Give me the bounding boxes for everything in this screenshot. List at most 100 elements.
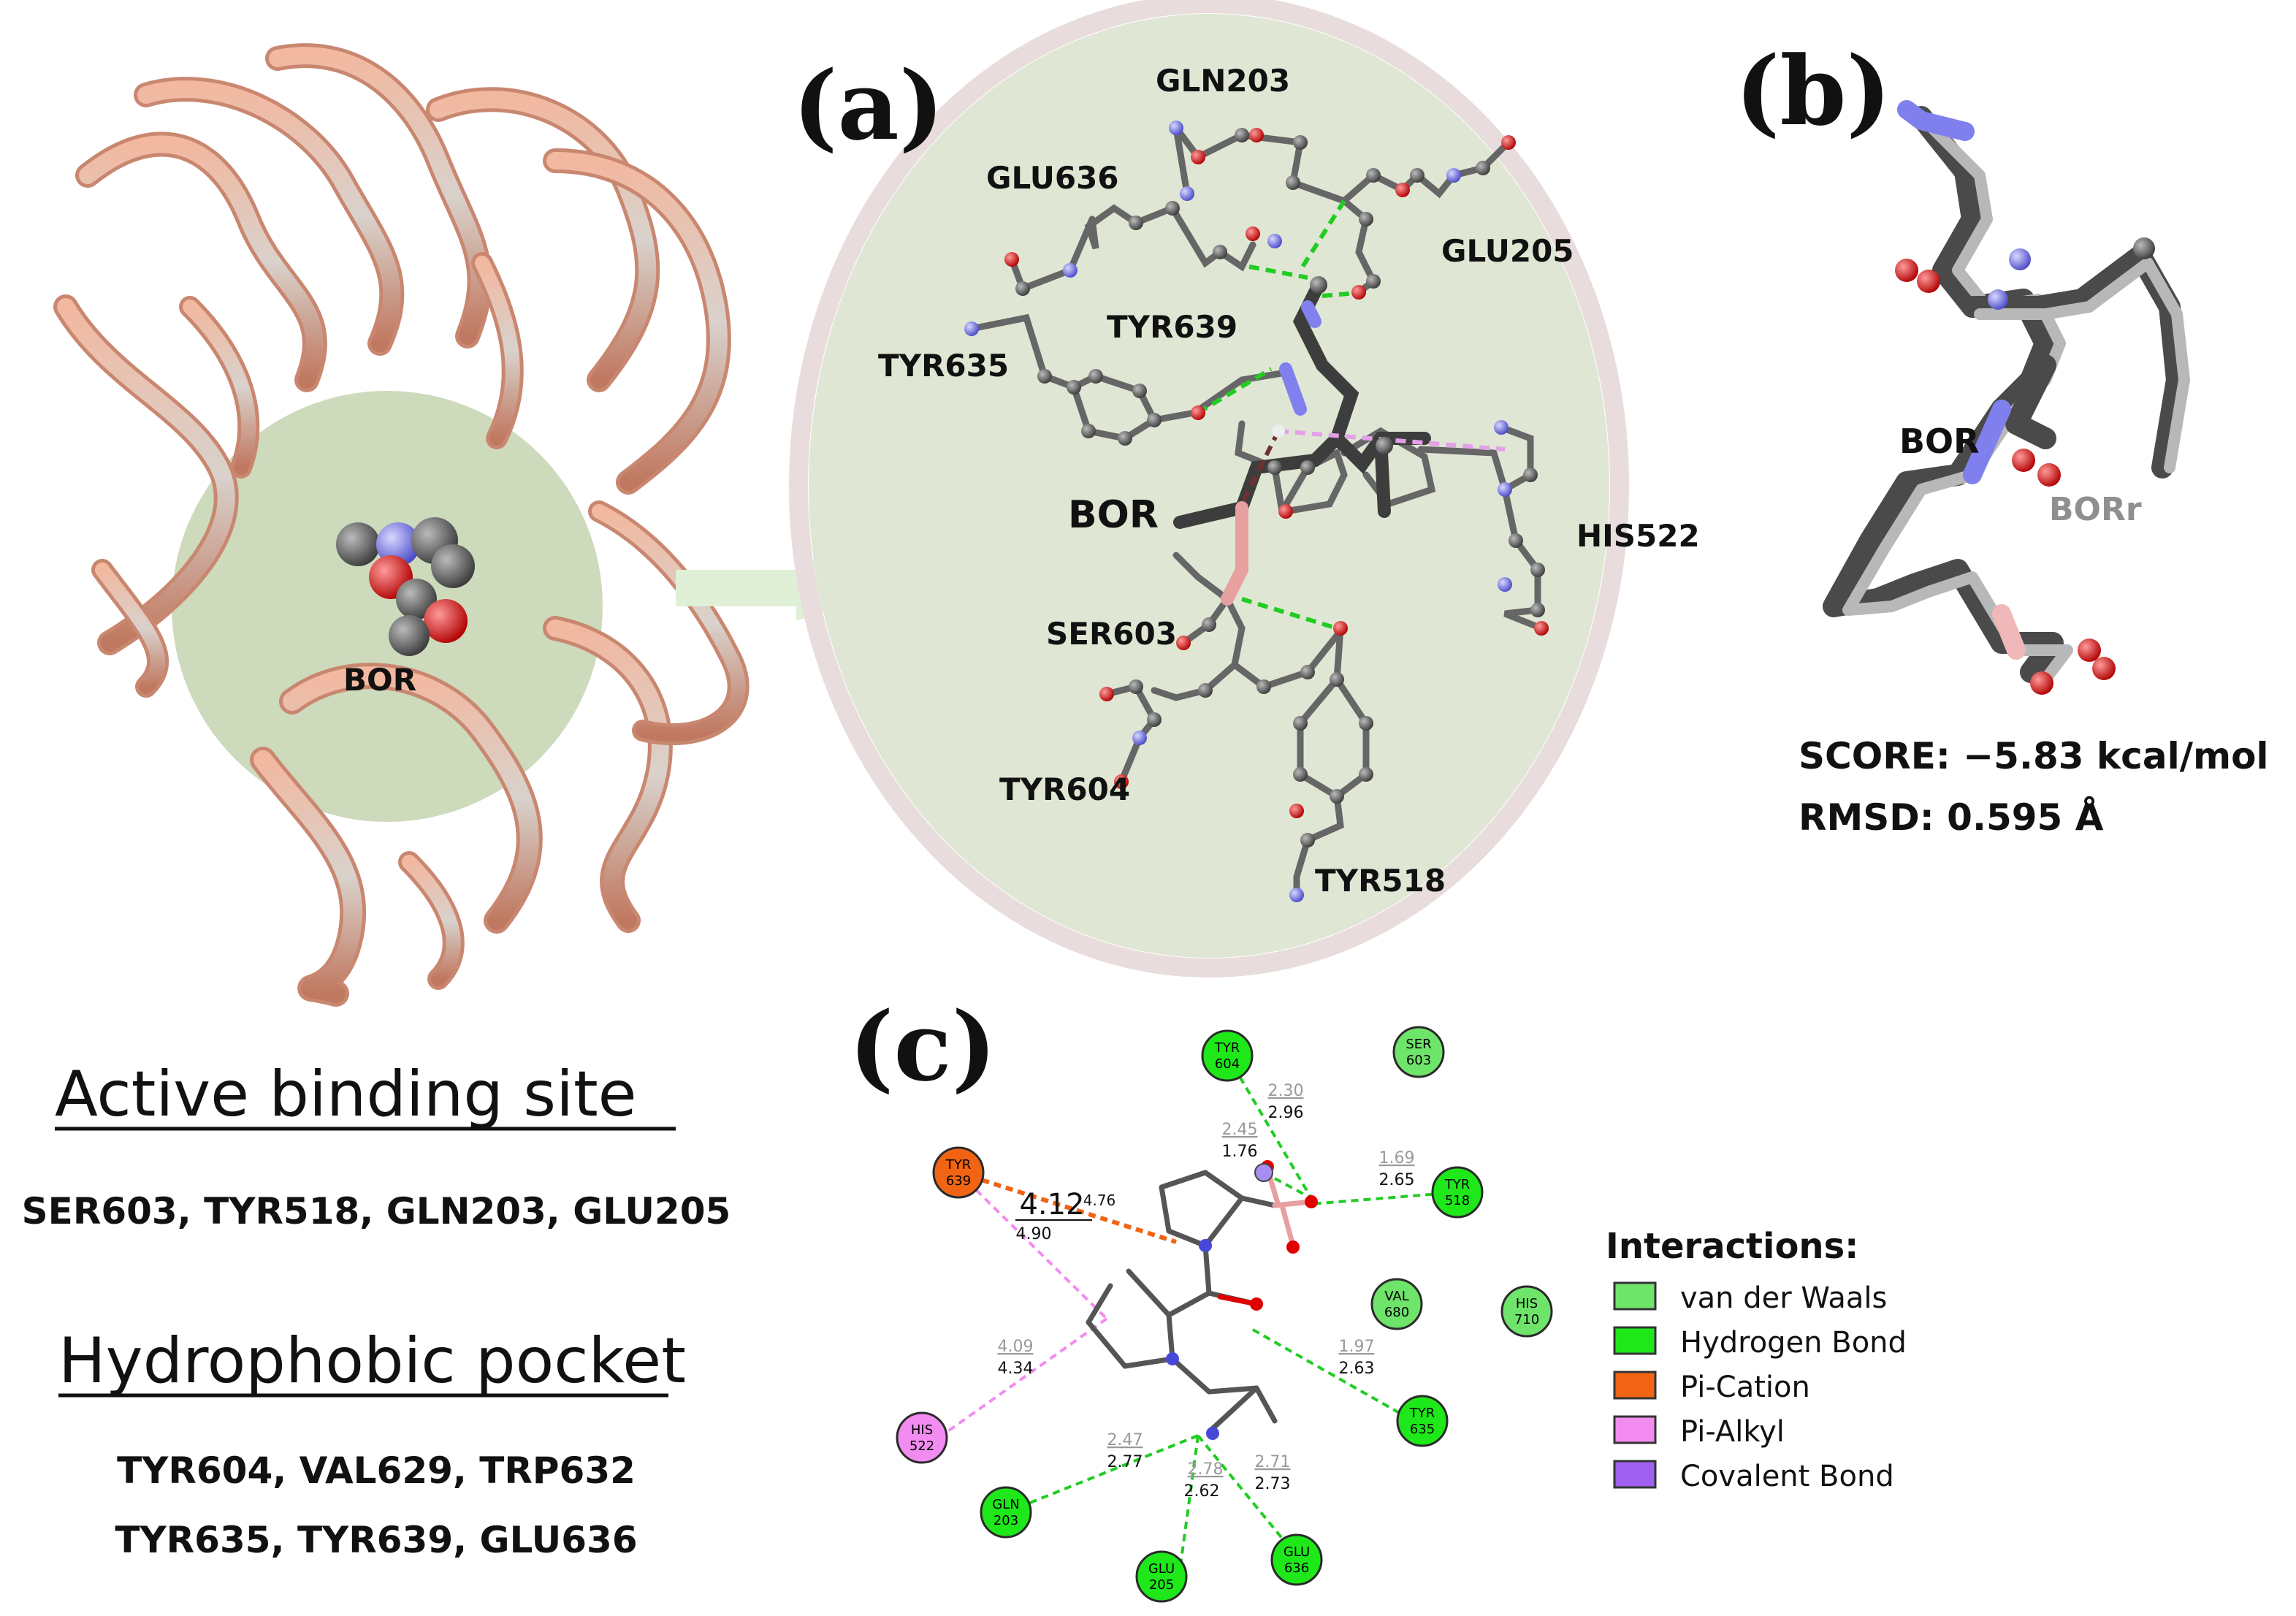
distance-tyr639-a: 4.12	[1019, 1188, 1084, 1221]
distance-tyr604-a: 2.30	[1268, 1082, 1304, 1100]
active-site-block: Active binding site SER603, TYR518, GLN2…	[22, 1058, 731, 1232]
hydrophobic-pocket-line1: TYR604, VAL629, TRP632	[117, 1449, 636, 1492]
distance-his522-b: 4.34	[998, 1360, 1034, 1378]
legend-swatch-4	[1613, 1460, 1657, 1489]
residue-node-tyr604-name: TYR	[1214, 1040, 1240, 1056]
panel-c-ligand-skeleton	[1086, 1162, 1314, 1435]
distance-tyr639-side: 4.76	[1083, 1192, 1116, 1209]
residue-node-gln203-name: GLN	[992, 1497, 1019, 1512]
legend-swatch-2	[1613, 1371, 1657, 1400]
residue-node-tyr604: TYR 604	[1201, 1029, 1254, 1082]
hydrophobic-pocket-line2: TYR635, TYR639, GLU636	[115, 1519, 637, 1561]
distance-tyr635-a: 1.97	[1339, 1338, 1375, 1356]
residue-node-glu205: GLU 205	[1135, 1550, 1188, 1603]
residue-node-val680: VAL 680	[1370, 1278, 1423, 1330]
ligand-spheres	[336, 517, 475, 656]
legend-label-0: van der Waals	[1680, 1281, 1887, 1315]
panel-a-ligand-sticks	[1173, 278, 1431, 606]
panel-b-ligand-ref-label: BORr	[2049, 491, 2142, 528]
distance-labels: 2.30 2.96 2.45 1.76 1.69 2.65 4.12 4.76 …	[998, 1082, 1415, 1501]
panel-c-interaction-lines	[937, 1054, 1458, 1571]
panel-c-label: (c)	[849, 991, 996, 1102]
residue-node-tyr635: TYR 635	[1396, 1395, 1449, 1447]
panel-a-label-glu205: GLU205	[1441, 233, 1574, 269]
residue-node-glu636-name: GLU	[1284, 1544, 1310, 1560]
residue-node-his710: HIS 710	[1500, 1285, 1553, 1338]
residue-node-gln203-num: 203	[993, 1513, 1018, 1528]
distance-glu636-b: 2.73	[1255, 1475, 1291, 1493]
protein-ligand-label: BOR	[343, 662, 416, 698]
legend-swatch-0	[1613, 1281, 1657, 1311]
panel-a-ring	[789, 0, 1629, 977]
panel-a-pi-alkyl-bond	[1278, 429, 1506, 451]
residue-node-tyr518-name: TYR	[1444, 1177, 1471, 1192]
panel-b-ligand-label: BOR	[1899, 422, 1980, 461]
hydrophobic-pocket-block: Hydrophobic pocket TYR604, VAL629, TRP63…	[58, 1325, 686, 1561]
residue-node-ser603-num: 603	[1406, 1053, 1431, 1068]
panel-a-label-tyr639: TYR639	[1107, 309, 1237, 345]
legend-label-4: Covalent Bond	[1680, 1460, 1894, 1493]
legend-label-1: Hydrogen Bond	[1680, 1326, 1907, 1360]
legend-swatch-1	[1613, 1326, 1657, 1355]
panel-b-overlay-sticks	[1823, 100, 2190, 685]
distance-glu205-a: 2.78	[1188, 1460, 1224, 1479]
panel-a-label-his522: HIS522	[1576, 518, 1700, 554]
residue-node-tyr518: TYR 518	[1431, 1166, 1484, 1219]
distance-tyr635-b: 2.63	[1339, 1360, 1375, 1378]
panel-a-label-ser603: SER603	[1046, 616, 1177, 652]
residue-node-his710-name: HIS	[1516, 1296, 1538, 1311]
residue-node-val680-name: VAL	[1384, 1289, 1409, 1304]
panel-b-atoms	[1895, 237, 2155, 695]
panel-b-score: SCORE: −5.83 kcal/mol	[1799, 735, 2269, 777]
legend-title: Interactions:	[1606, 1226, 1858, 1267]
panel-c-ligand-atoms	[1166, 1160, 1318, 1440]
binding-site-highlight	[172, 391, 603, 822]
residue-node-glu205-num: 205	[1149, 1577, 1174, 1593]
panel-a-label-tyr518: TYR518	[1315, 863, 1446, 899]
panel-b-rmsd: RMSD: 0.595 Å	[1799, 796, 2104, 839]
hydrophobic-pocket-title: Hydrophobic pocket	[58, 1325, 686, 1398]
residue-node-tyr639: TYR 639	[932, 1146, 985, 1199]
active-site-residues: SER603, TYR518, GLN203, GLU205	[22, 1190, 731, 1232]
distance-glu636-a: 2.71	[1255, 1453, 1291, 1471]
distance-tyr604-b: 2.96	[1268, 1104, 1304, 1122]
residue-node-ser603: SER 603	[1392, 1026, 1445, 1078]
panel-c: (c)	[849, 991, 1907, 1603]
panel-b-label: (b)	[1735, 35, 1891, 147]
distance-glu205-b: 2.62	[1184, 1482, 1220, 1501]
residue-node-gln203: GLN 203	[980, 1486, 1032, 1539]
residue-node-his522: HIS 522	[896, 1411, 948, 1464]
residue-node-tyr635-num: 635	[1410, 1422, 1435, 1437]
panel-a-ligand-label: BOR	[1068, 493, 1159, 537]
panel-a-label: (a)	[793, 50, 944, 161]
residue-node-tyr635-name: TYR	[1409, 1406, 1435, 1421]
residue-node-tyr639-num: 639	[946, 1173, 971, 1189]
residue-node-glu636-num: 636	[1284, 1560, 1309, 1576]
legend-swatch-3	[1613, 1415, 1657, 1444]
panel-a-label-glu636: GLU636	[986, 160, 1119, 196]
distance-ser603-a: 2.45	[1222, 1121, 1258, 1139]
distance-gln203-b: 2.77	[1107, 1453, 1143, 1471]
residue-node-tyr518-num: 518	[1445, 1193, 1470, 1208]
residue-node-tyr639-name: TYR	[945, 1157, 972, 1173]
residue-node-glu636: GLU 636	[1270, 1533, 1323, 1586]
panel-a: (a)	[789, 0, 1700, 977]
distance-ser603-b: 1.76	[1222, 1143, 1258, 1161]
panel-a-label-gln203: GLN203	[1156, 63, 1290, 99]
distance-gln203-a: 2.47	[1107, 1431, 1143, 1449]
residue-node-his522-num: 522	[909, 1438, 934, 1454]
residue-node-tyr604-num: 604	[1215, 1056, 1240, 1072]
residue-node-glu205-name: GLU	[1148, 1561, 1175, 1577]
distance-his522-a: 4.09	[998, 1338, 1034, 1356]
residue-node-his710-num: 710	[1514, 1312, 1539, 1327]
panel-a-pi-cation-bond	[1240, 430, 1281, 506]
residue-node-his522-name: HIS	[911, 1422, 933, 1438]
residue-node-val680-num: 680	[1384, 1305, 1409, 1320]
distance-tyr518-a: 1.69	[1379, 1149, 1415, 1167]
panel-a-label-tyr604: TYR604	[999, 771, 1130, 807]
distance-tyr639-b: 4.90	[1016, 1225, 1052, 1243]
panel-a-background	[809, 14, 1609, 958]
distance-tyr518-b: 2.65	[1379, 1171, 1415, 1189]
